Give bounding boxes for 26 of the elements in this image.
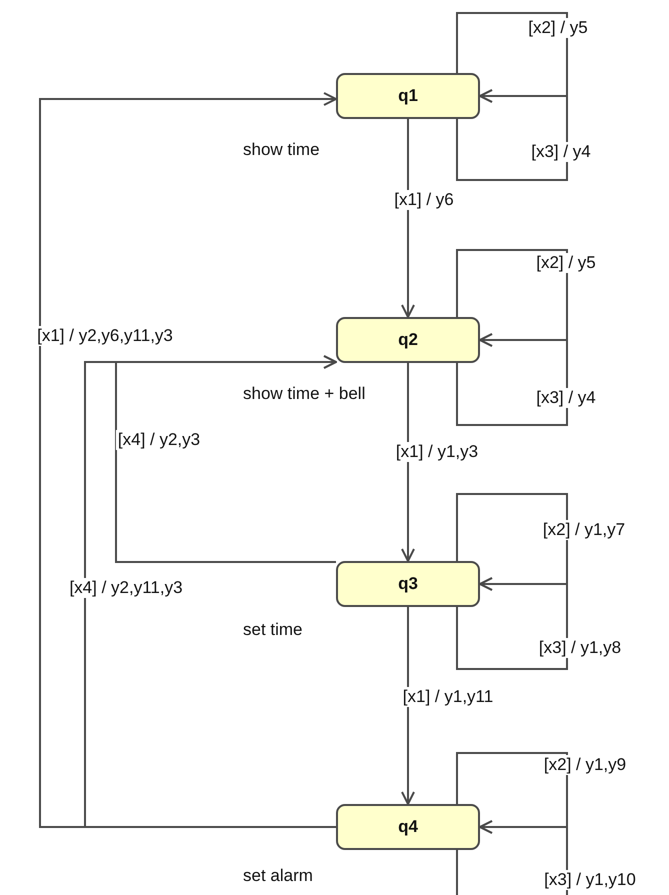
state-box: q1 [336,73,480,119]
edge-label: [x4] / y2,y3 [116,430,202,450]
edge-label: [x1] / y1,y11 [400,687,496,707]
state-caption: show time + bell [243,384,366,404]
transition-arrow [401,607,415,805]
transition-arrow [401,363,415,562]
state-caption: show time [243,140,320,160]
edge-label: [x2] / y5 [526,18,590,38]
edge-label: [x1] / y6 [392,190,456,210]
edge-label: [x3] / y4 [529,142,593,162]
transition-arrow [84,355,337,828]
transition-arrow [456,333,568,426]
edge-label: [x1] / y2,y6,y11,y3 [35,326,175,346]
state-caption: set alarm [243,866,313,886]
transition-arrow [456,820,568,895]
transition-arrow [39,92,337,828]
state-box: q3 [336,561,480,607]
transition-arrow [456,89,568,181]
state-caption: set time [243,620,303,640]
state-box: q2 [336,317,480,363]
transition-arrow [401,119,415,318]
transition-arrow [456,577,568,670]
edge-label: [x3] / y4 [534,388,598,408]
state-box: q4 [336,804,480,850]
edge-label: [x3] / y1,y10 [542,870,638,890]
edge-label: [x2] / y5 [534,253,598,273]
